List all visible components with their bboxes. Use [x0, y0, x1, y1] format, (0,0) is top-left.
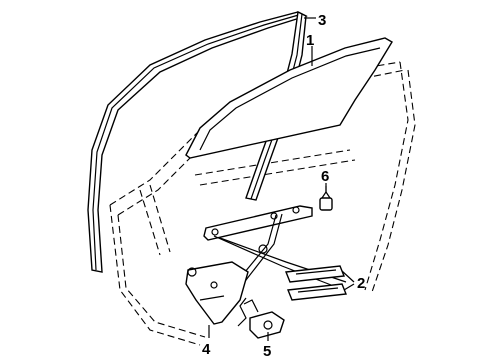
window-motor	[237, 297, 285, 339]
lower-channels	[285, 265, 347, 301]
callout-1: 1	[306, 32, 314, 49]
regulator-rail	[203, 205, 313, 241]
callout-6: 6	[321, 168, 329, 185]
callout-5: 5	[263, 343, 271, 360]
callout-4: 4	[202, 341, 211, 358]
door-glass	[185, 37, 393, 159]
callout-3: 3	[318, 12, 326, 29]
callout-2: 2	[357, 275, 365, 292]
regulator-sector	[185, 261, 249, 325]
leader-lines	[208, 17, 355, 341]
